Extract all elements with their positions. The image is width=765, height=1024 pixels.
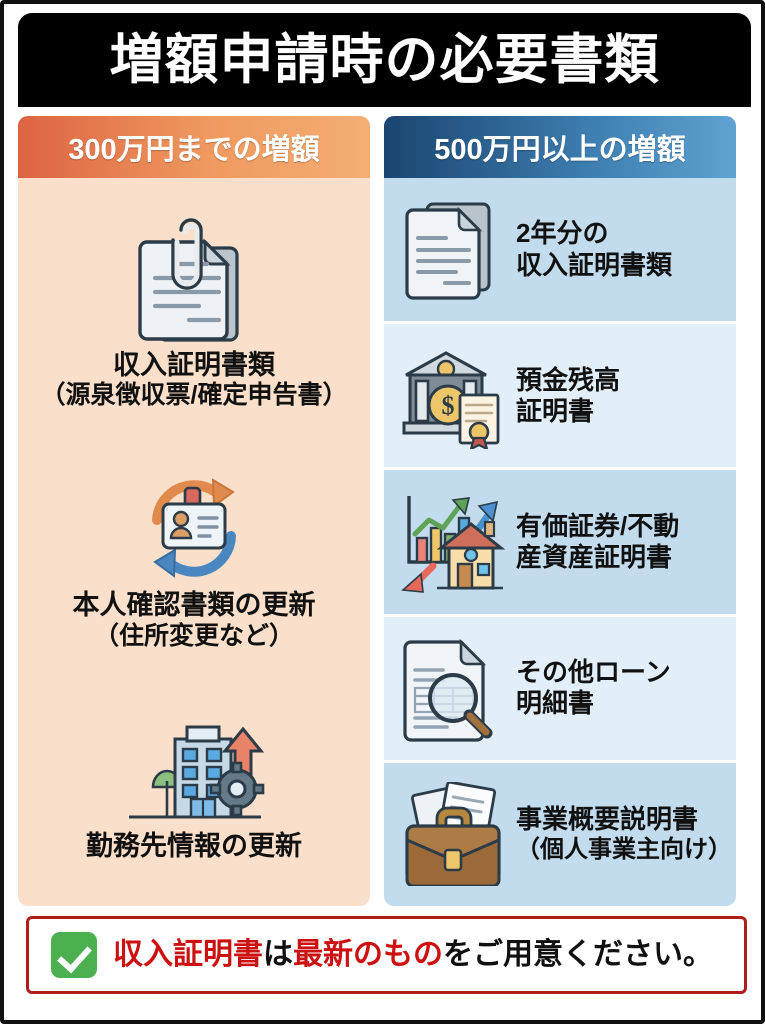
left-item-1-line1: 収入証明書類 <box>112 349 275 380</box>
column-right-body: 2年分の 収入証明書類 <box>384 178 736 906</box>
column-left-header-label: 300万円までの増額 <box>68 134 320 166</box>
right-item-2-line1: 預金残高 <box>516 364 621 395</box>
chart-house-icon <box>394 490 512 594</box>
footer-note-text: 収入証明書は最新のものをご用意ください。 <box>113 940 713 970</box>
right-item-3-line2: 産資産証明書 <box>516 542 673 572</box>
id-card-refresh-icon <box>127 474 261 586</box>
right-item-3: 有価証券/不動 産資産証明書 <box>384 470 736 617</box>
right-item-4-line1: その他ローン <box>516 657 671 688</box>
briefcase-documents-icon <box>394 782 512 887</box>
right-item-5-label: 事業概要説明書 （個人事業主向け） <box>512 804 732 864</box>
column-right-header-label: 500万円以上の増額 <box>434 134 686 166</box>
right-item-4: その他ローン 明細書 <box>384 616 736 763</box>
column-right-header: 500万円以上の増額 <box>384 116 736 178</box>
footer-segment-2: は <box>263 938 293 971</box>
stacked-documents-icon <box>394 196 512 304</box>
page-title: 増額申請時の必要書類 <box>109 30 660 90</box>
columns-container: 300万円までの増額 <box>18 116 755 906</box>
footer-segment-1: 収入証明書 <box>113 938 263 971</box>
document-magnifier-icon <box>394 634 512 742</box>
right-item-1-label: 2年分の 収入証明書類 <box>512 218 728 280</box>
left-item-2-line2: （住所変更など） <box>93 621 294 650</box>
right-item-2: $ 預金残高 証明書 <box>384 324 736 471</box>
left-item-1: 収入証明書類 （源泉徴収票/確定申告書） <box>24 217 364 411</box>
left-item-1-label: 収入証明書類 （源泉徴収票/確定申告書） <box>41 350 348 411</box>
column-left: 300万円までの増額 <box>18 116 370 906</box>
left-item-2-label: 本人確認書類の更新 （住所変更など） <box>73 590 316 651</box>
title-bar: 増額申請時の必要書類 <box>18 13 751 107</box>
green-check-icon <box>51 932 97 978</box>
left-item-3-line1: 勤務先情報の更新 <box>86 830 302 861</box>
left-item-3: 勤務先情報の更新 <box>24 715 364 863</box>
right-item-4-line2: 明細書 <box>516 688 595 719</box>
left-item-2: 本人確認書類の更新 （住所変更など） <box>24 474 364 651</box>
right-item-5: 事業概要説明書 （個人事業主向け） <box>384 762 736 906</box>
right-item-2-label: 預金残高 証明書 <box>512 365 728 427</box>
left-item-1-line2: （源泉徴収票/確定申告書） <box>40 381 348 410</box>
right-item-1-line2: 収入証明書類 <box>516 249 673 280</box>
bank-certificate-icon: $ <box>394 343 512 449</box>
left-item-3-label: 勤務先情報の更新 <box>86 831 302 863</box>
right-item-1: 2年分の 収入証明書類 <box>384 178 736 325</box>
footer-segment-4: をご用意ください。 <box>443 938 713 971</box>
right-item-5-line1: 事業概要説明書 <box>516 804 699 835</box>
svg-text:$: $ <box>442 391 455 420</box>
column-left-body: 収入証明書類 （源泉徴収票/確定申告書） <box>18 178 370 906</box>
right-item-2-line2: 証明書 <box>516 395 595 426</box>
right-item-4-label: その他ローン 明細書 <box>512 657 728 719</box>
right-item-3-line1: 有価証券/不動 <box>516 510 680 541</box>
left-item-2-line1: 本人確認書類の更新 <box>72 590 316 621</box>
right-item-1-line1: 2年分の <box>516 218 609 249</box>
document-paperclip-icon <box>131 217 257 346</box>
right-item-3-label: 有価証券/不動 産資産証明書 <box>512 511 728 573</box>
column-right: 500万円以上の増額 <box>384 116 736 906</box>
footer-segment-3: 最新のもの <box>293 938 443 971</box>
right-item-5-line2: （個人事業主向け） <box>516 835 732 863</box>
office-building-gear-icon <box>119 715 269 827</box>
footer-note: 収入証明書は最新のものをご用意ください。 <box>26 916 747 994</box>
column-left-header: 300万円までの増額 <box>18 116 370 178</box>
